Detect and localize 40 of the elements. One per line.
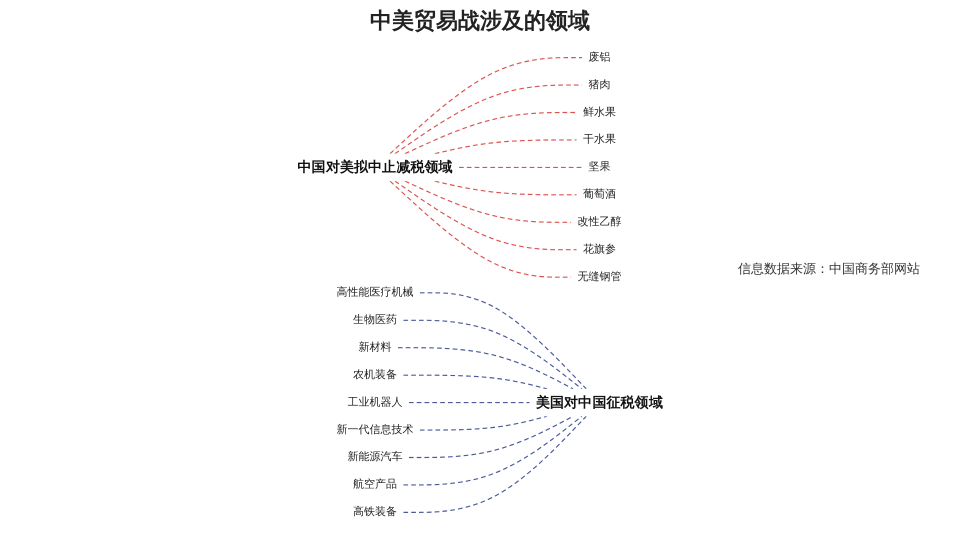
node-text: 干水果 (582, 133, 616, 146)
node-text: 改性乙醇 (577, 216, 622, 228)
connector (408, 402, 530, 404)
node-text: 葡萄酒 (582, 188, 616, 201)
connector (394, 84, 582, 154)
node-text: 美国对中国征税领域 (536, 394, 663, 411)
node-text: 鲜水果 (582, 106, 616, 118)
connector (403, 374, 547, 390)
connector (389, 57, 582, 154)
connector (404, 112, 576, 154)
connector (408, 416, 574, 458)
connector (420, 416, 547, 431)
node-text: 工业机器人 (348, 396, 402, 408)
connector (398, 347, 574, 390)
node-text: 生物医药 (352, 314, 397, 326)
node-text: 废铝 (588, 50, 610, 64)
node-text: 新能源汽车 (348, 450, 402, 464)
node-text: 新材料 (358, 341, 392, 354)
diagram-title: 中美贸易战涉及的领域 (369, 8, 591, 36)
connector (394, 180, 576, 250)
node-text: 农机装备 (352, 368, 397, 382)
connector (458, 166, 582, 168)
connector (404, 180, 571, 223)
connector (420, 292, 586, 390)
node-text: 新一代信息技术 (336, 423, 414, 436)
node-text: 航空产品 (352, 478, 397, 491)
node-text: 猪肉 (588, 78, 610, 91)
node-text: 高铁装备 (352, 506, 397, 518)
connector (403, 416, 586, 513)
node-text: 坚果 (588, 160, 610, 174)
connector (389, 180, 571, 278)
connector (434, 180, 576, 196)
connector (403, 416, 582, 486)
node-text: 花旗参 (582, 243, 616, 256)
node-text: 无缝钢管 (577, 270, 622, 284)
connector (434, 139, 576, 154)
connector (403, 320, 582, 390)
node-text: 中国对美拟中止减税领域 (297, 159, 453, 176)
node-text: 高性能医疗机械 (336, 286, 414, 299)
source-note: 信息数据来源：中国商务部网站 (738, 261, 920, 278)
